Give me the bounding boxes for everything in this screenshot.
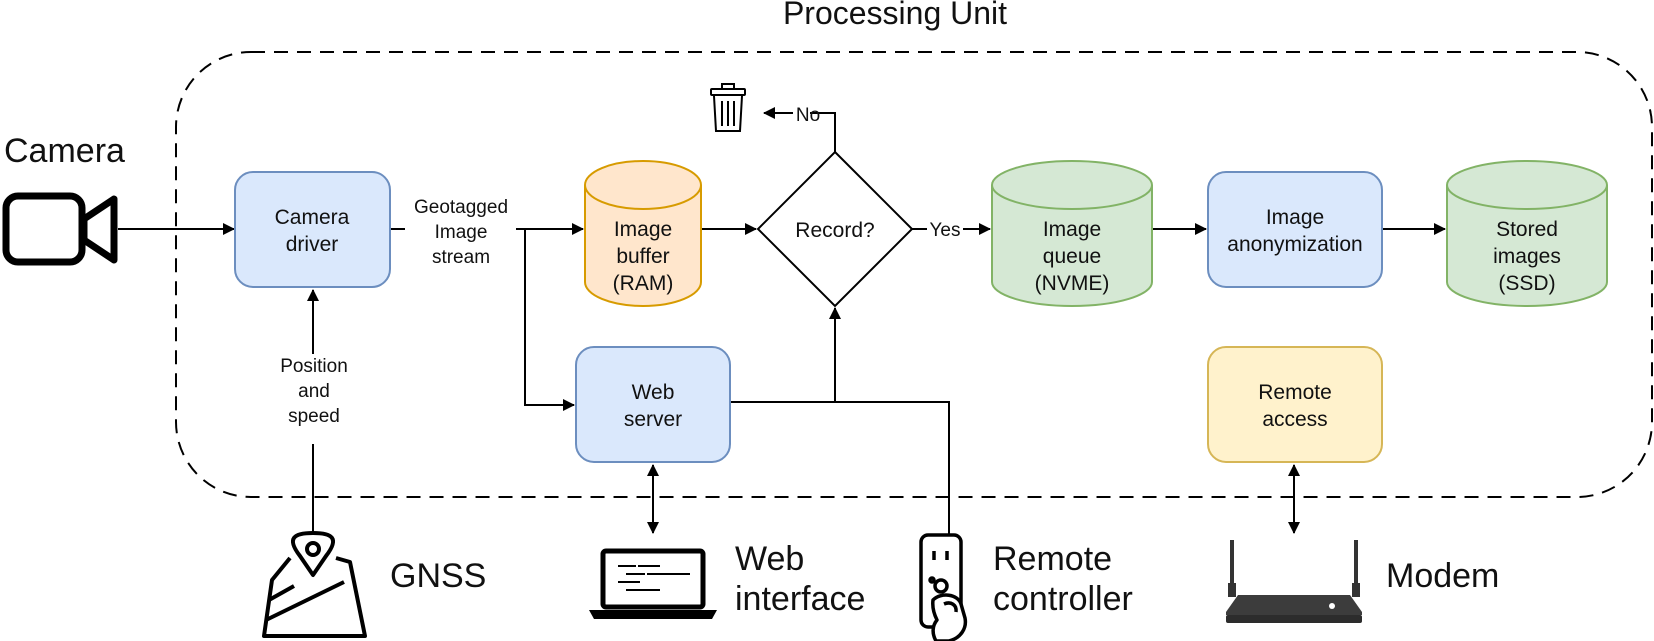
trash-icon — [710, 83, 746, 132]
image-queue-label-3: (NVME) — [1035, 272, 1110, 295]
edge-webserver-to-record — [730, 307, 841, 403]
edge-label-geotagged-3: stream — [432, 247, 490, 268]
modem-label: Modem — [1386, 557, 1499, 595]
edge-label-position-3: speed — [288, 406, 340, 427]
edge-label-position-1: Position — [280, 356, 348, 377]
web-server-label-2: server — [624, 408, 682, 431]
image-anonymization-node: Image anonymization — [1207, 171, 1383, 288]
edge-label-no: No — [796, 105, 820, 126]
camera-label: Camera — [4, 132, 125, 170]
processing-unit-container — [175, 51, 1653, 498]
image-anonymization-label-2: anonymization — [1227, 233, 1362, 256]
stored-images-node: Stored images (SSD) — [1446, 160, 1608, 307]
camera-driver-node: Camera driver — [234, 171, 391, 288]
edge-stream-to-webserver — [524, 229, 575, 411]
remote-controller-label-1: Remote — [993, 540, 1112, 578]
edge-remote-to-record — [835, 401, 950, 535]
web-interface-label-1: Web — [735, 540, 804, 578]
image-anonymization-label-1: Image — [1266, 206, 1324, 229]
remote-access-label-1: Remote — [1258, 381, 1332, 404]
remote-access-node: Remote access — [1207, 346, 1383, 463]
stored-images-label-1: Stored — [1496, 218, 1558, 241]
remote-controller-label-2: controller — [993, 580, 1133, 618]
edge-record-no-a — [810, 112, 836, 152]
web-server-label-1: Web — [632, 381, 675, 404]
edge-label-position-2: and — [298, 381, 330, 402]
stored-images-label-2: images — [1493, 245, 1561, 268]
web-server-node: Web server — [575, 346, 731, 463]
edge-label-geotagged-2: Image — [435, 222, 488, 243]
edge-label-geotagged-1: Geotagged — [414, 197, 508, 218]
gnss-map-pin-icon — [262, 531, 367, 638]
image-buffer-node: Image buffer (RAM) — [584, 160, 702, 307]
remote-access-label-2: access — [1262, 408, 1327, 431]
record-label: Record? — [795, 219, 874, 242]
image-queue-label-1: Image — [1043, 218, 1101, 241]
stored-images-label-3: (SSD) — [1498, 272, 1555, 295]
camera-driver-label-1: Camera — [275, 206, 350, 229]
diagram-title: Processing Unit — [783, 0, 1007, 31]
edge-label-yes: Yes — [930, 220, 961, 241]
remote-controller-icon — [919, 533, 968, 641]
image-buffer-label-1: Image — [614, 218, 672, 241]
web-interface-label-2: interface — [735, 580, 865, 618]
image-buffer-label-2: buffer — [616, 245, 669, 268]
camera-driver-label-2: driver — [286, 233, 339, 256]
image-queue-label-2: queue — [1043, 245, 1101, 268]
gnss-label: GNSS — [390, 557, 486, 595]
laptop-icon — [589, 548, 717, 619]
image-queue-node: Image queue (NVME) — [991, 160, 1153, 307]
record-decision-node: Record? — [756, 150, 914, 308]
camera-icon — [2, 192, 118, 266]
modem-router-icon — [1226, 540, 1362, 623]
image-buffer-label-3: (RAM) — [613, 272, 674, 295]
